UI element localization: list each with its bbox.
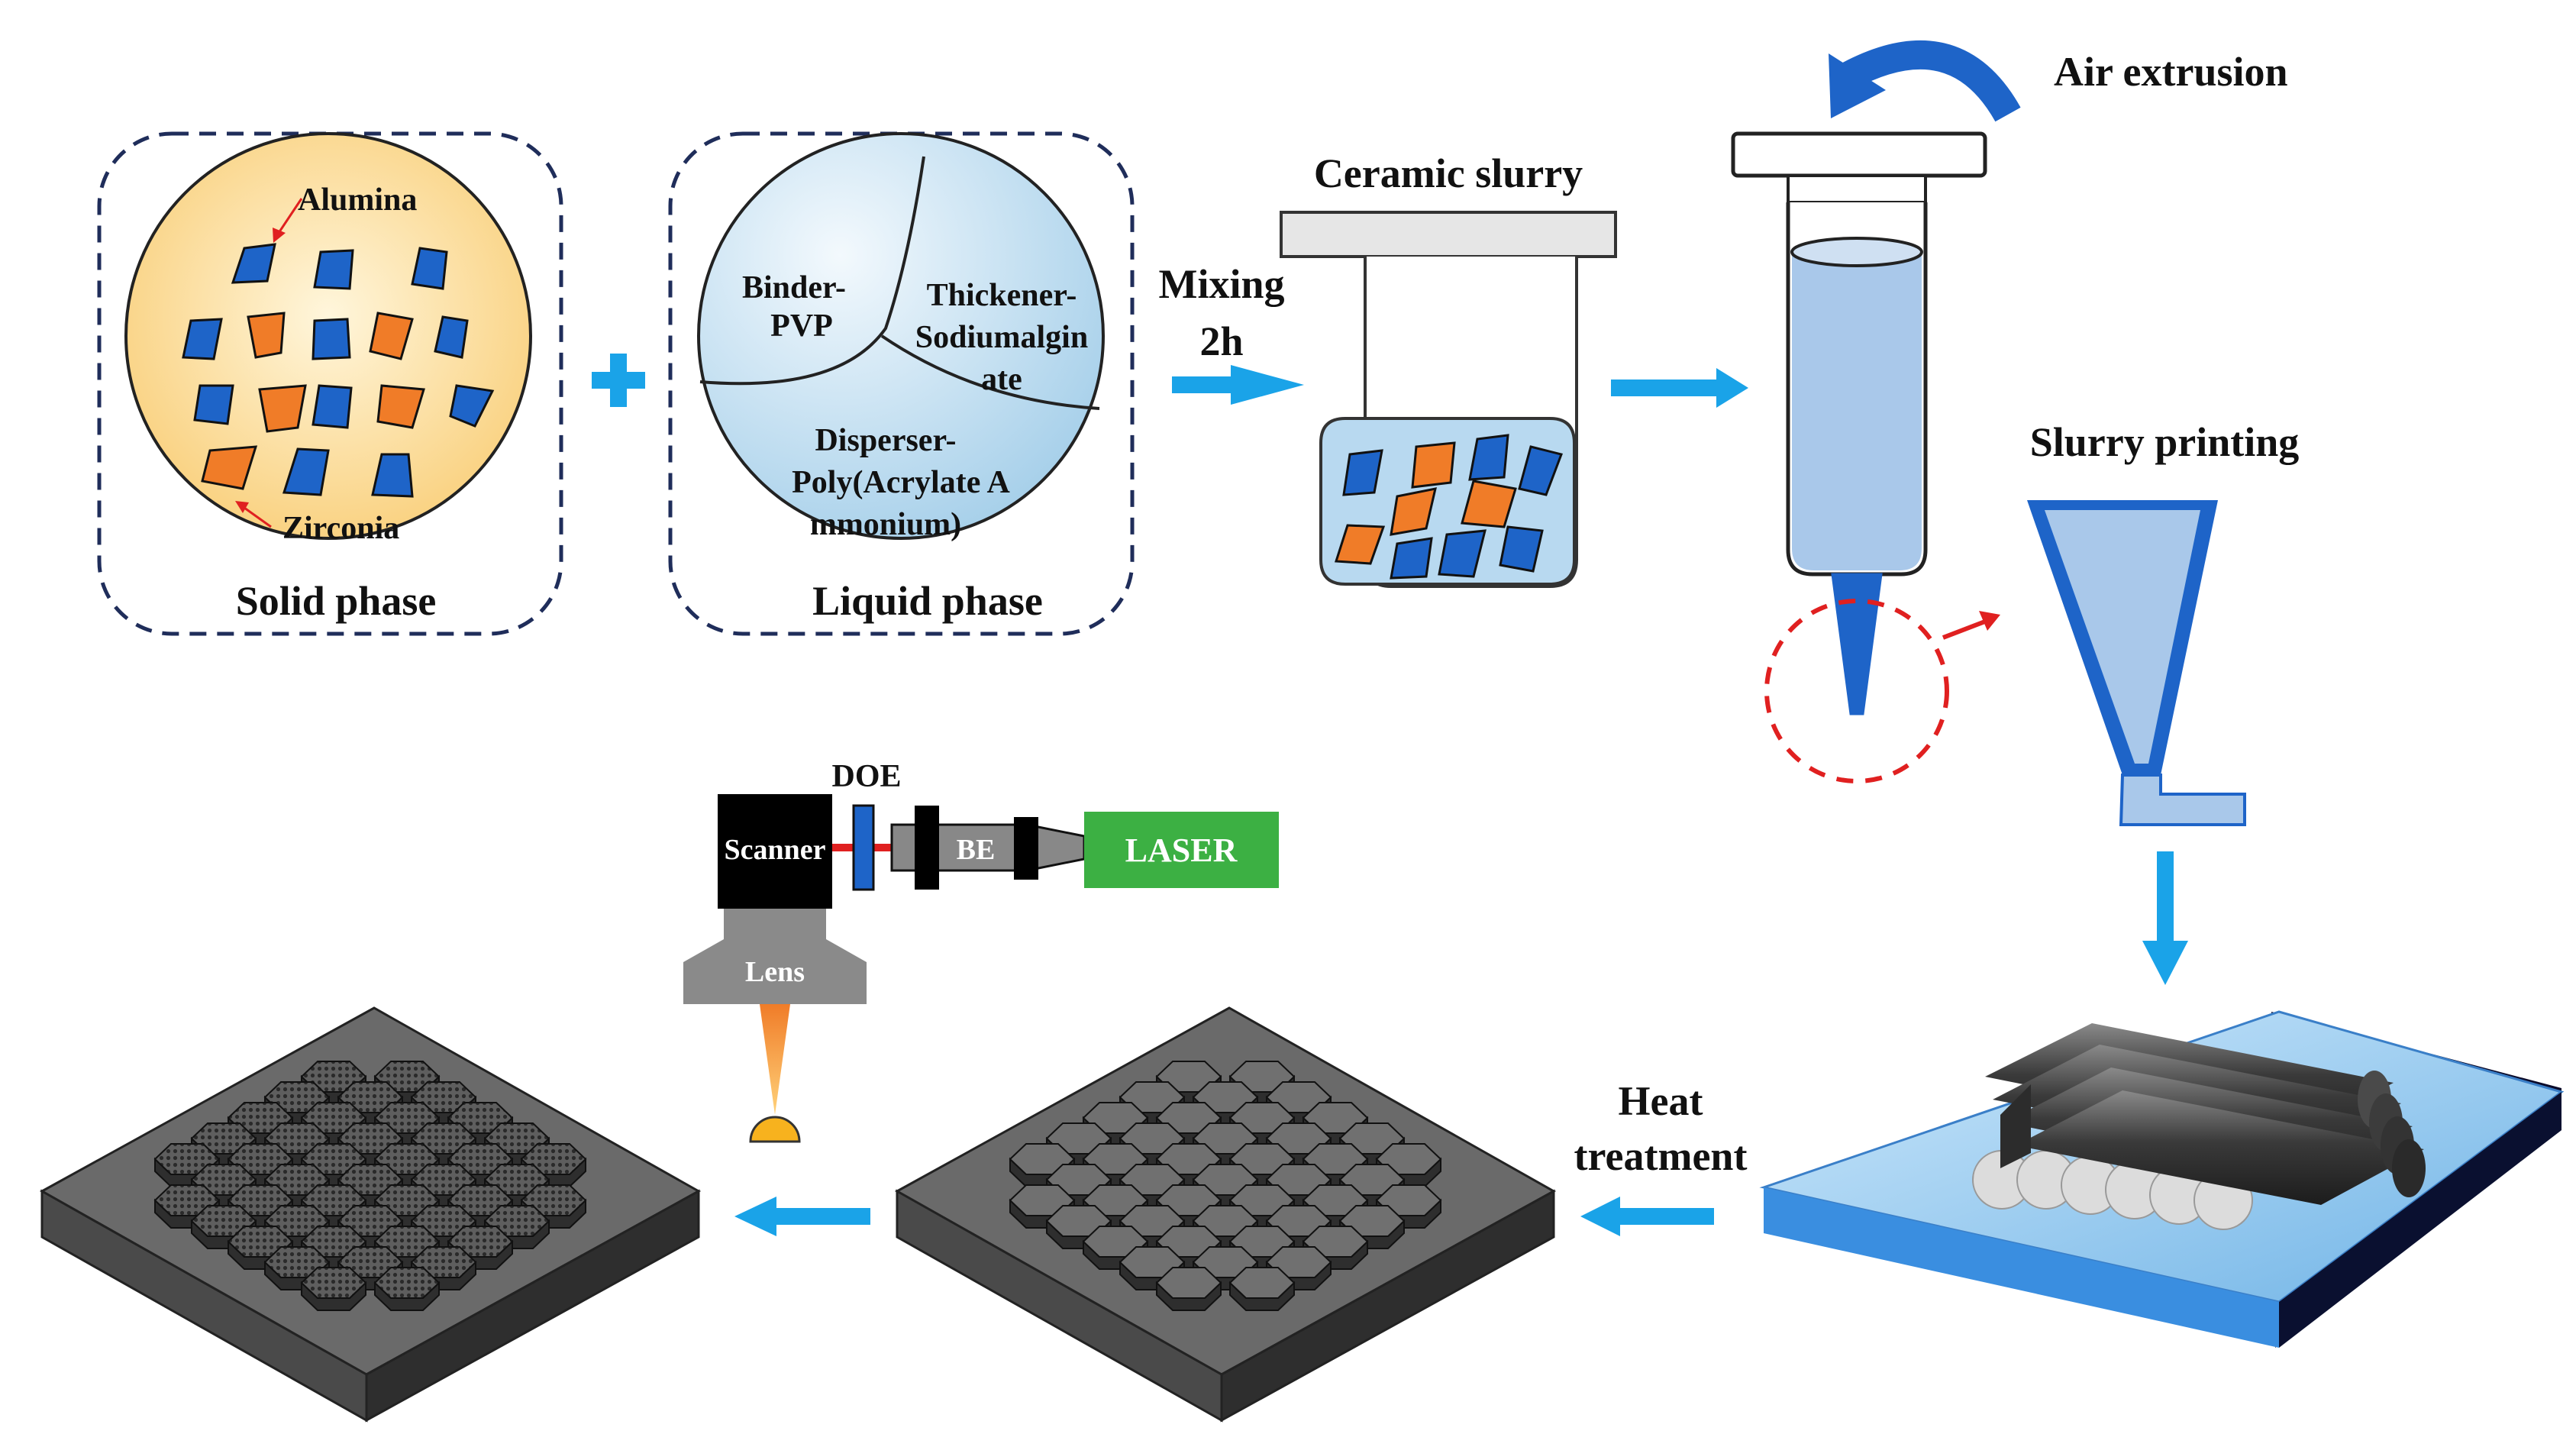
- arrow-right-icon: [1172, 365, 1304, 405]
- arrow-down-icon: [2142, 851, 2188, 985]
- disperser-label-3: mmonium): [810, 507, 961, 542]
- thickener-label-1: Thickener-: [927, 278, 1077, 313]
- arrow-right-icon: [1611, 368, 1748, 408]
- hex-pillar: [1375, 1184, 1442, 1217]
- thickener-label-3: ate: [981, 362, 1022, 397]
- textured-hex-pillar: [447, 1225, 514, 1258]
- be-lens-1: [915, 806, 939, 890]
- arrow-left-icon: [1580, 1197, 1714, 1236]
- doe-element: [852, 804, 875, 891]
- printed-rods-plate: [1759, 1010, 2565, 1348]
- laser-beam: [760, 1004, 790, 1115]
- textured-hex-pillar: [300, 1266, 367, 1300]
- hex-pillar: [1338, 1204, 1406, 1238]
- heat-treatment-label-2: treatment: [1574, 1133, 1748, 1179]
- laser-label: LASER: [1125, 832, 1238, 869]
- arrow-left-icon: [734, 1197, 870, 1236]
- ceramic-slurry-label: Ceramic slurry: [1314, 150, 1583, 196]
- syringe-extruder: Air extrusion: [1731, 40, 2288, 783]
- disperser-label-1: Disperser-: [815, 423, 956, 458]
- ceramic-slurry-container: Ceramic slurry: [1280, 150, 1617, 588]
- lens-housing: [683, 909, 867, 1004]
- hex-pillar: [1302, 1225, 1369, 1258]
- laser-optical-setup: DOE Scanner BE LASER Lens: [683, 759, 1279, 1143]
- lens-label: Lens: [745, 956, 805, 988]
- textured-hex-pillars: [153, 1060, 587, 1312]
- textured-hex-pillar: [483, 1204, 550, 1238]
- scanner-box: [718, 794, 832, 909]
- disperser-label-2: Poly(Acrylate A: [792, 465, 1010, 500]
- plus-icon: [592, 354, 645, 407]
- alumina-label: Alumina: [298, 182, 417, 218]
- doe-label: DOE: [831, 759, 901, 794]
- mixing-label-1: Mixing: [1158, 261, 1284, 307]
- hex-pillar: [1375, 1142, 1442, 1176]
- be-lens-2: [1014, 817, 1038, 880]
- textured-hex-pillar: [410, 1245, 477, 1279]
- laser-textured-plate: [39, 1006, 702, 1423]
- liquid-phase-label: Liquid phase: [812, 578, 1043, 624]
- solid-phase-panel: Alumina Zirconia Solid phase: [97, 131, 563, 636]
- hex-pillar: [1155, 1266, 1222, 1300]
- mixing-label-2: 2h: [1199, 318, 1243, 364]
- laser-source: [1084, 812, 1279, 888]
- be-label: BE: [957, 834, 996, 866]
- air-extrusion-label: Air extrusion: [2054, 49, 2288, 95]
- rods: [1985, 1023, 2426, 1205]
- textured-hex-pillar: [520, 1142, 587, 1176]
- binder-label-1: Binder-: [742, 270, 846, 305]
- slurry-printing-nozzle: Slurry printing: [2027, 419, 2300, 826]
- textured-hex-pillar: [520, 1184, 587, 1217]
- hex-pillars: [1009, 1060, 1442, 1312]
- sintered-hex-plate: [894, 1006, 1557, 1423]
- heat-treatment-label-1: Heat: [1619, 1078, 1703, 1124]
- textured-hex-pillar: [373, 1266, 441, 1300]
- zirconia-label: Zirconia: [282, 511, 399, 546]
- slurry-printing-label: Slurry printing: [2030, 419, 2300, 465]
- scanner-label: Scanner: [725, 834, 826, 866]
- solid-phase-label: Solid phase: [236, 578, 437, 624]
- binder-label-2: PVP: [770, 308, 833, 344]
- thickener-label-2: Sodiumalgin: [915, 320, 1088, 355]
- zirconia-particles: [201, 312, 425, 490]
- alumina-particles: [182, 243, 495, 498]
- hex-pillar: [1228, 1266, 1296, 1300]
- liquid-phase-panel: Binder- PVP Thickener- Sodiumalgin ate D…: [668, 131, 1135, 636]
- hex-pillar: [1265, 1245, 1332, 1279]
- laser-spot-icon: [749, 1116, 801, 1143]
